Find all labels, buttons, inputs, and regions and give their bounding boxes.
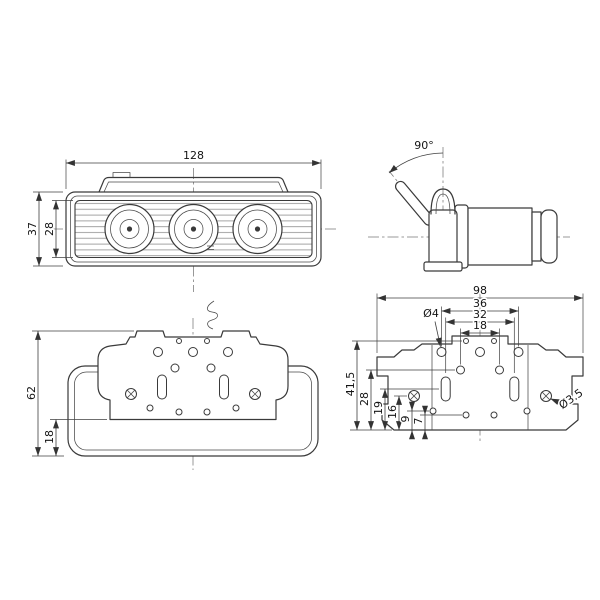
dim-label-19: 19 (372, 401, 385, 415)
dim-label-18-bracket: 18 (473, 319, 487, 332)
bracket-holes (408, 338, 552, 419)
rear-holes (125, 338, 261, 416)
bracket-dim-7: 7 (411, 405, 462, 440)
lens-circle-right (232, 203, 283, 255)
bracket-dim-18: 18 (460, 318, 500, 365)
dim-label-28-bracket: 28 (358, 392, 371, 406)
dim-label-90deg: 90° (414, 139, 434, 152)
front-dim-width: 128 (65, 148, 322, 189)
lamp-body-side (454, 204, 558, 269)
lens-circle-left (104, 203, 155, 255)
rear-dim-height-overall: 62 (24, 330, 134, 457)
bracket-dim-16: 16 (385, 395, 407, 430)
dim-label-7: 7 (412, 418, 425, 425)
dim-label-128: 128 (183, 149, 204, 162)
front-dim-height-overall: 37 (25, 191, 63, 267)
dim-label-37: 37 (26, 222, 39, 236)
dim-label-62: 62 (25, 386, 38, 400)
dim-label-98: 98 (473, 284, 487, 297)
dim-label-16: 16 (386, 405, 399, 419)
bracket-dim-28: 28 (357, 369, 455, 430)
dim-label-41-5: 41,5 (344, 372, 357, 397)
dim-label-dia4: Ø4 (423, 307, 439, 320)
bracket-view: 98 36 32 18 Ø4 Ø3.5 (343, 283, 587, 444)
dim-label-28-front: 28 (43, 222, 56, 236)
rear-dim-height-housing: 18 (42, 419, 107, 456)
side-dim-angle: 90° (388, 138, 444, 174)
dim-label-9: 9 (399, 416, 412, 423)
bracket-dim-width-overall: 98 (376, 283, 584, 353)
mounting-plate-outline (376, 335, 584, 431)
side-view: 90° (368, 138, 570, 272)
mounting-plate-rear (97, 330, 289, 421)
rear-view: 62 18 (24, 300, 319, 470)
bracket-dim-hole-dia4: Ø4 (422, 306, 442, 347)
cable-squiggle (207, 300, 218, 330)
front-view: 128 37 28 (25, 148, 338, 292)
front-dim-height-lens: 28 (42, 200, 73, 258)
approval-mark (207, 245, 214, 250)
mounting-bracket-side (423, 188, 463, 272)
bracket-dim-32: 32 (445, 307, 515, 373)
bracket-dim-19: 19 (371, 388, 439, 430)
lens-circle-center (168, 203, 219, 255)
bracket-dim-36: 36 (441, 296, 519, 347)
dim-label-36: 36 (473, 297, 487, 310)
dim-label-18-rear: 18 (43, 430, 56, 444)
bracket-dim-41-5: 41,5 (343, 340, 462, 430)
dim-label-32: 32 (473, 308, 487, 321)
